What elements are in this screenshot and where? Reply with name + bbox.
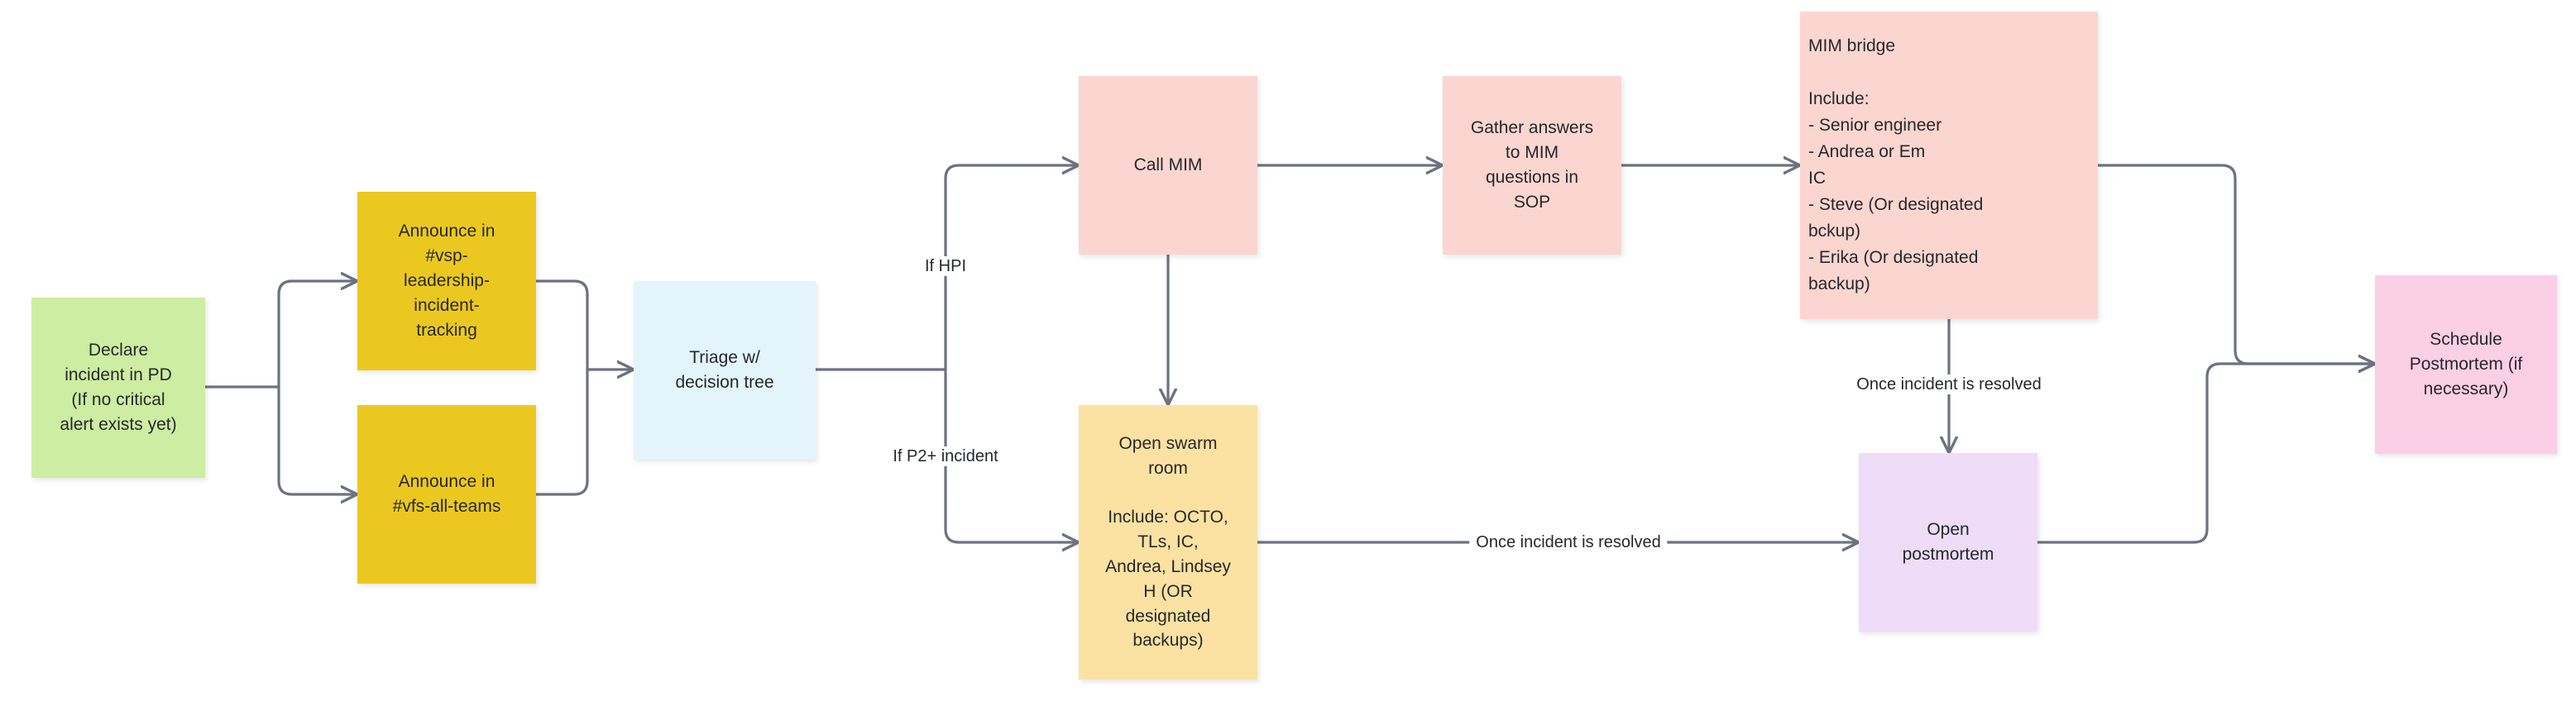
open-postmortem-label: Open postmortem bbox=[1902, 520, 1994, 564]
edge-announce-vsp-to-triage bbox=[534, 279, 589, 371]
open-swarm-room-label: Open swarm room Include: OCTO, TLs, IC, … bbox=[1105, 433, 1231, 651]
call-mim-label: Call MIM bbox=[1133, 155, 1203, 175]
mim-bridge-label: MIM bridge Include: - Senior engineer - … bbox=[1808, 36, 1984, 293]
edge-label-if-p2-incident: If P2+ incident bbox=[886, 446, 1005, 466]
edge-open-postmortem-to-schedule-postmortem bbox=[2036, 364, 2375, 544]
schedule-postmortem-label: Schedule Postmortem (if necessary) bbox=[2409, 330, 2523, 398]
gather-answers-label: Gather answers to MIM questions in SOP bbox=[1470, 118, 1594, 212]
edge-branch-to-announce-vsp bbox=[277, 281, 357, 389]
call-mim-node[interactable]: Call MIM bbox=[1079, 76, 1257, 255]
open-swarm-room-node[interactable]: Open swarm room Include: OCTO, TLs, IC, … bbox=[1079, 405, 1257, 680]
triage-decision-tree-label: Triage w/ decision tree bbox=[675, 348, 774, 392]
edge-mim-bridge-to-schedule-postmortem bbox=[2096, 164, 2375, 364]
gather-answers-node[interactable]: Gather answers to MIM questions in SOP bbox=[1443, 76, 1621, 255]
edge-announce-vfs-to-triage bbox=[534, 368, 589, 496]
triage-decision-tree-node[interactable]: Triage w/ decision tree bbox=[634, 281, 816, 460]
edge-label-once-incident-resolved-mim: Once incident is resolved bbox=[1850, 374, 2048, 394]
announce-vfs-all-teams-label: Announce in #vfs-all-teams bbox=[392, 472, 501, 516]
edge-label-if-hpi: If HPI bbox=[917, 256, 974, 276]
open-postmortem-node[interactable]: Open postmortem bbox=[1859, 453, 2037, 632]
mim-bridge-node[interactable]: MIM bridge Include: - Senior engineer - … bbox=[1800, 12, 2098, 319]
announce-vsp-leadership-node[interactable]: Announce in #vsp- leadership- incident- … bbox=[357, 192, 536, 370]
declare-incident-node[interactable]: Declare incident in PD (If no critical a… bbox=[31, 298, 205, 478]
announce-vsp-leadership-label: Announce in #vsp- leadership- incident- … bbox=[398, 222, 496, 340]
edge-label-once-incident-resolved-swarm: Once incident is resolved bbox=[1469, 532, 1668, 552]
edge-branch-to-announce-vfs bbox=[277, 385, 357, 494]
declare-incident-label: Declare incident in PD (If no critical a… bbox=[60, 341, 177, 434]
schedule-postmortem-node[interactable]: Schedule Postmortem (if necessary) bbox=[2375, 275, 2557, 454]
announce-vfs-all-teams-node[interactable]: Announce in #vfs-all-teams bbox=[357, 405, 536, 584]
